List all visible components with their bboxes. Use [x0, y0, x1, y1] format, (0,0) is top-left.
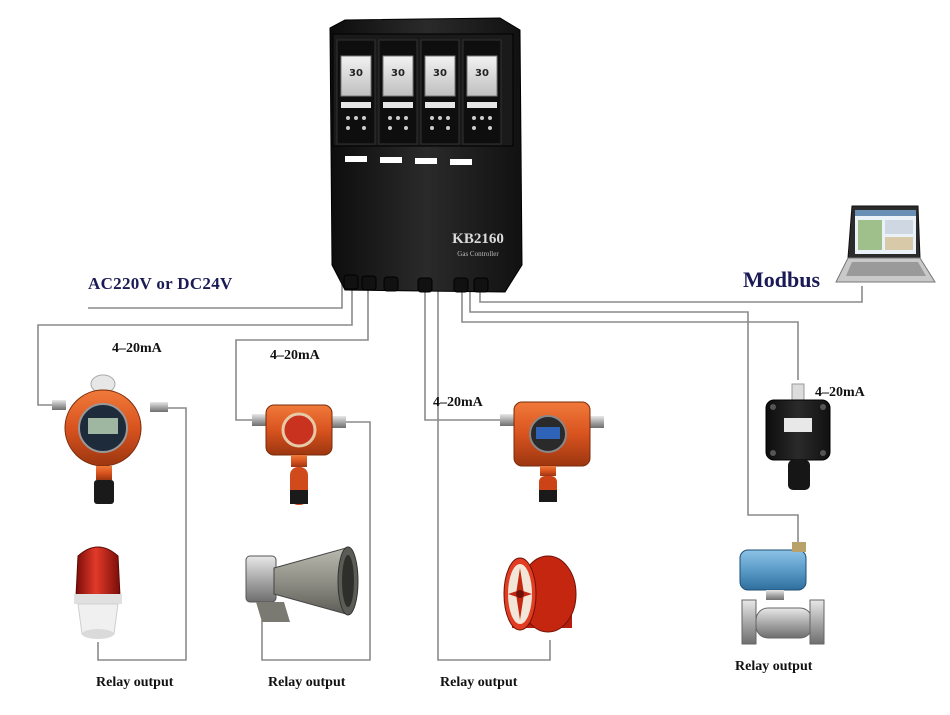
controller-channel-3: 30 — [420, 39, 460, 145]
power-wire — [88, 282, 343, 309]
relay-label-1: Relay output — [96, 675, 174, 690]
wires — [37, 282, 863, 661]
solenoid-valve — [739, 542, 825, 645]
channel-4-reading: 30 — [475, 68, 489, 79]
relay-3-wire — [437, 285, 551, 661]
modbus-label: Modbus — [743, 267, 821, 292]
channel-2-reading: 30 — [391, 68, 405, 79]
channel-1-reading: 30 — [349, 68, 363, 79]
power-supply-label: AC220V or DC24V — [88, 274, 233, 293]
signal-label-4: 4–20mA — [815, 385, 865, 400]
laptop-computer — [835, 205, 936, 283]
detector-3-wire — [424, 285, 500, 421]
controller-model: KB2160 — [452, 231, 504, 247]
signal-label-1: 4–20mA — [112, 341, 162, 356]
controller-channel-2: 30 — [378, 39, 418, 145]
relay-label-4: Relay output — [735, 659, 813, 674]
gas-detector-4 — [765, 383, 831, 490]
controller-subtitle: Gas Controller — [457, 250, 499, 258]
channel-3-reading: 30 — [433, 68, 447, 79]
relay-1-wire — [97, 407, 187, 661]
gas-controller: 30 30 30 — [329, 17, 523, 293]
horn-speaker — [245, 546, 359, 622]
modbus-wire — [479, 285, 863, 303]
detector-1-wire — [37, 282, 353, 406]
controller-channel-4: 30 — [462, 39, 502, 145]
gas-detector-1 — [52, 374, 168, 504]
signal-label-3: 4–20mA — [433, 395, 483, 410]
controller-channel-1: 30 — [336, 39, 376, 145]
signal-label-2: 4–20mA — [270, 348, 320, 363]
valve-wire — [469, 285, 799, 545]
relay-2-wire — [261, 421, 371, 661]
gas-detector-3 — [500, 401, 604, 502]
alarm-beacon-light — [74, 546, 122, 639]
relay-label-2: Relay output — [268, 675, 346, 690]
gas-detector-2 — [252, 404, 346, 505]
axial-exhaust-fan — [503, 555, 577, 633]
detector-4-wire — [461, 285, 799, 380]
detector-2-wire — [235, 282, 369, 421]
relay-label-3: Relay output — [440, 675, 518, 690]
